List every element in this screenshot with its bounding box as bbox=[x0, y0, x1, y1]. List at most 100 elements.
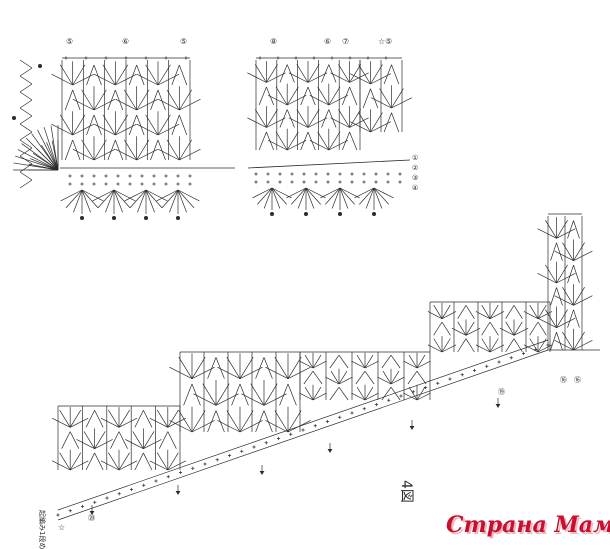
chain-loop bbox=[537, 321, 547, 336]
chain-loop bbox=[329, 354, 340, 369]
fan-stitch bbox=[263, 383, 278, 406]
chain-loop bbox=[349, 86, 358, 106]
stitch-dot bbox=[304, 212, 308, 216]
fan-stitch bbox=[286, 131, 299, 151]
sc-stitch bbox=[302, 172, 306, 176]
scallop-stitch bbox=[145, 189, 155, 213]
fan-stitch bbox=[573, 295, 593, 306]
scallop-stitch bbox=[177, 189, 200, 202]
chain-loop bbox=[341, 86, 350, 106]
sc-stitch bbox=[278, 172, 282, 176]
stitch-dot bbox=[372, 212, 376, 216]
chain-loop bbox=[550, 242, 557, 261]
scallop-stitch bbox=[286, 187, 307, 199]
sc-stitch bbox=[314, 172, 318, 176]
fan-stitch bbox=[317, 86, 330, 106]
sc-stitch bbox=[313, 424, 317, 428]
fan-stitch bbox=[247, 72, 267, 83]
fan-stitch bbox=[330, 72, 350, 83]
chain-loop bbox=[279, 383, 289, 406]
zigzag bbox=[19, 75, 33, 85]
chain-loop bbox=[258, 86, 267, 106]
chain-loop bbox=[390, 386, 401, 401]
scallop-stitch bbox=[257, 187, 273, 205]
sc-stitch bbox=[154, 479, 158, 483]
scallop-stitch bbox=[92, 189, 115, 202]
fan-stitch bbox=[573, 331, 585, 351]
chain-loop bbox=[505, 305, 515, 319]
scallop-stitch bbox=[145, 189, 163, 209]
chain-loop bbox=[93, 64, 102, 86]
fan-stitch bbox=[263, 393, 287, 406]
zigzag bbox=[19, 147, 33, 157]
sc-stitch bbox=[326, 180, 330, 184]
scallop-stitch bbox=[263, 187, 273, 209]
stitch-dot bbox=[80, 216, 84, 220]
fan-stitch bbox=[239, 410, 254, 433]
sc-stitch bbox=[325, 419, 330, 424]
fan-stitch bbox=[266, 64, 278, 83]
diagonal-base-line bbox=[57, 349, 549, 521]
arrow-head bbox=[175, 491, 181, 495]
row-marker: ① bbox=[412, 154, 418, 162]
fan-stitch bbox=[338, 64, 350, 83]
fan-stitch bbox=[118, 452, 130, 471]
chain-loop bbox=[364, 370, 375, 385]
sc-stitch bbox=[362, 172, 366, 176]
sc-stitch bbox=[448, 377, 452, 381]
sc-stitch bbox=[176, 174, 180, 178]
chain-loop bbox=[115, 89, 124, 111]
fan-stitch bbox=[556, 273, 576, 284]
chain-loop bbox=[567, 309, 574, 328]
row-marker: ⑯ bbox=[560, 376, 567, 384]
fan-stitch bbox=[403, 392, 418, 401]
fan-stitch bbox=[364, 392, 379, 401]
scallop-stitch bbox=[81, 189, 99, 209]
scallop-stitch bbox=[354, 187, 375, 199]
fan-stitch bbox=[408, 386, 418, 401]
zigzag bbox=[19, 99, 33, 109]
fan-stitch bbox=[265, 366, 289, 379]
sc-stitch bbox=[68, 509, 72, 513]
fan-stitch bbox=[51, 417, 71, 428]
fan-stitch bbox=[241, 393, 265, 406]
chain-loop bbox=[207, 410, 217, 433]
sc-stitch bbox=[423, 385, 428, 390]
fan-stitch bbox=[296, 64, 309, 83]
chain-loop bbox=[134, 452, 144, 471]
row-marker: ⑤ bbox=[66, 37, 73, 46]
fan-stitch bbox=[143, 431, 155, 449]
fan-stitch bbox=[191, 356, 206, 379]
fan-stitch bbox=[287, 366, 311, 379]
scallop-stitch bbox=[271, 187, 287, 205]
scallop-stitch bbox=[271, 187, 281, 209]
scallop-stitch bbox=[60, 189, 83, 202]
fan-stitch bbox=[266, 109, 278, 128]
chain-loop bbox=[85, 410, 95, 428]
sc-stitch bbox=[546, 343, 550, 347]
sc-stitch bbox=[290, 172, 294, 176]
sc-stitch bbox=[289, 432, 293, 436]
scallop-stitch bbox=[373, 187, 394, 199]
zigzag bbox=[19, 67, 33, 77]
fan-stitch bbox=[328, 139, 349, 151]
sc-stitch bbox=[411, 390, 415, 394]
fan-stitch bbox=[545, 264, 557, 284]
zigzag bbox=[19, 139, 33, 149]
scallop-stitch bbox=[161, 189, 179, 209]
chain-loop bbox=[64, 89, 73, 111]
zigzag bbox=[19, 91, 33, 101]
fan-stitch bbox=[416, 360, 431, 369]
sc-stitch bbox=[116, 182, 120, 186]
sc-stitch bbox=[188, 182, 192, 186]
zigzag bbox=[19, 131, 33, 141]
stepped-blocks bbox=[51, 301, 553, 471]
fan-stitch bbox=[307, 117, 328, 128]
fan-stitch bbox=[59, 452, 71, 471]
sc-stitch bbox=[84, 56, 88, 60]
bottom-scallops-left bbox=[60, 174, 200, 220]
scallop-stitch bbox=[339, 187, 349, 209]
sc-stitch bbox=[374, 402, 379, 407]
diagonal-base-line bbox=[57, 339, 549, 511]
sc-stitch bbox=[386, 172, 390, 176]
